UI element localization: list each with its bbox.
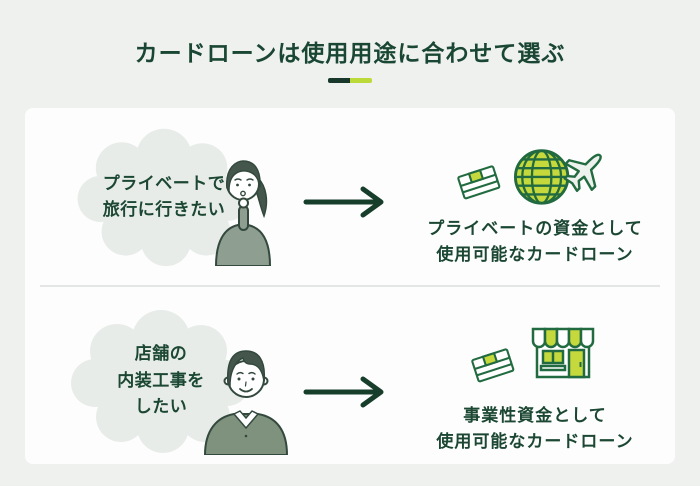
result-business: 事業性資金として 使用可能なカードローン	[405, 319, 665, 456]
cloud-shape	[77, 128, 250, 267]
woman-thinking-illustration	[211, 154, 277, 266]
bubble-line: したい	[134, 397, 188, 417]
man-smiling-illustration	[201, 341, 291, 455]
underline-lime-segment	[350, 78, 372, 83]
result-line: プライベートの資金として	[427, 219, 643, 238]
row-private-use: プライベートで 旅行に行きたい	[25, 108, 675, 285]
result-icons-business	[469, 319, 601, 395]
result-line: 使用可能なカードローン	[436, 432, 634, 452]
content-card: プライベートで 旅行に行きたい	[25, 108, 675, 464]
cloud-shape	[71, 310, 250, 453]
storefront-icon	[531, 327, 595, 379]
airplane-icon	[563, 153, 602, 193]
bubble-line: 旅行に行きたい	[102, 200, 226, 219]
bubble-line: 店舗の	[134, 344, 188, 364]
header: カードローンは使用用途に合わせて選ぶ	[0, 0, 700, 83]
underline-dark-segment	[328, 78, 350, 83]
result-line: 使用可能なカードローン	[436, 245, 634, 265]
result-icons-private	[455, 142, 615, 208]
bubble-line: 内装工事を	[117, 370, 205, 390]
page-title: カードローンは使用用途に合わせて選ぶ	[134, 40, 566, 66]
result-private: プライベートの資金として 使用可能なカードローン	[405, 142, 665, 269]
title-underline	[328, 78, 372, 83]
row-business-use: 店舗の 内装工事を したい	[25, 287, 675, 464]
right-arrow-icon	[303, 182, 391, 222]
thought-bubble-business: 店舗の 内装工事を したい	[70, 305, 252, 457]
money-stack-icon	[457, 165, 501, 200]
money-stack-icon	[471, 348, 515, 383]
bubble-line: プライベートで	[102, 173, 226, 193]
result-text-business: 事業性資金として 使用可能なカードローン	[436, 403, 633, 456]
thought-bubble-private: プライベートで 旅行に行きたい	[75, 124, 253, 270]
result-text-private: プライベートの資金として 使用可能なカードローン	[427, 216, 643, 269]
result-line: 事業性資金として	[463, 406, 607, 425]
globe-airplane-icon	[513, 149, 602, 205]
row-divider	[40, 285, 660, 287]
right-arrow-icon	[303, 372, 391, 412]
bubble-text-private: プライベートで 旅行に行きたい	[75, 124, 253, 270]
bubble-text-business: 店舗の 内装工事を したい	[70, 305, 252, 457]
